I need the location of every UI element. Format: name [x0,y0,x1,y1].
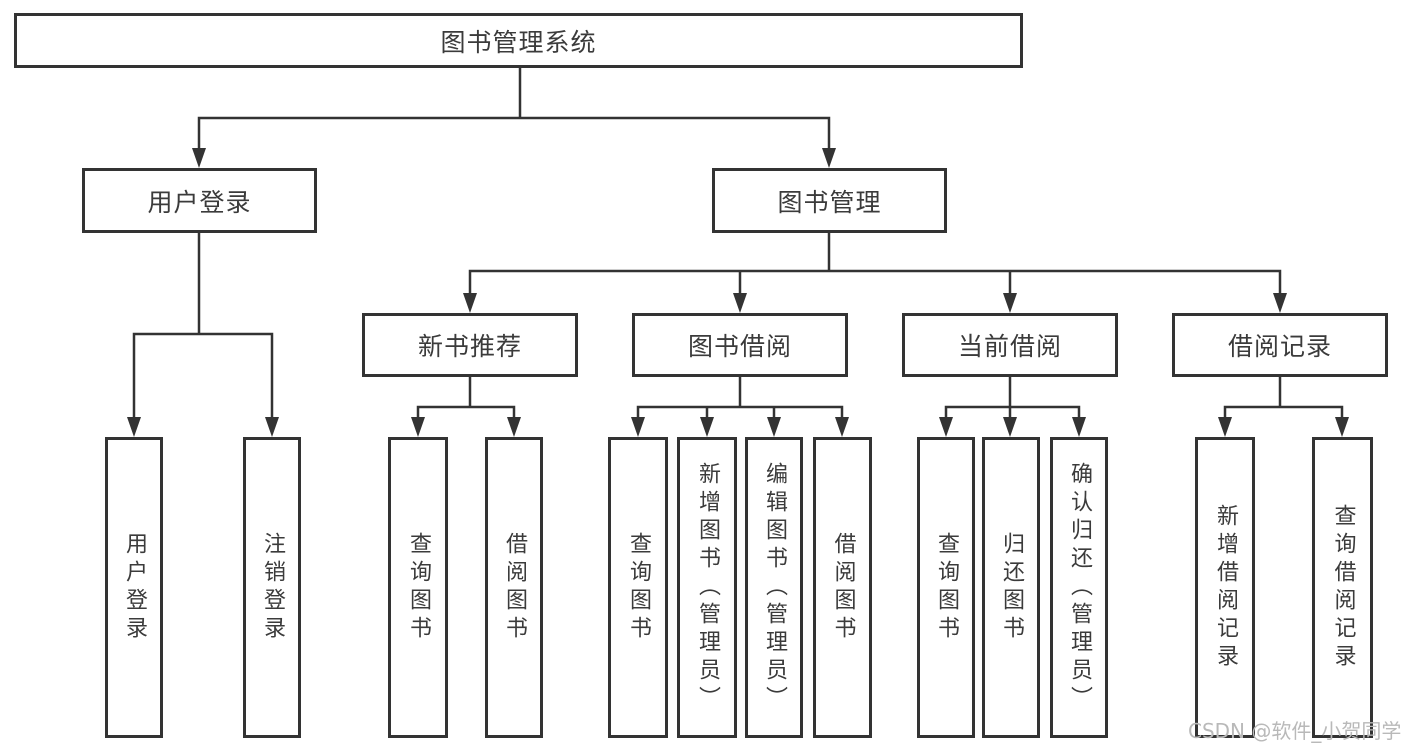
node-user-login: 用户登录 [82,168,317,233]
leaf-br-add-borrow-record: 新增借阅记录 [1195,437,1255,738]
leaf-bb-edit-books-admin: 编辑图书（管理员） [745,437,803,738]
leaf-bb-query-books: 查询图书 [608,437,668,738]
node-book-borrowing: 图书借阅 [632,313,848,377]
node-current-borrowing: 当前借阅 [902,313,1118,377]
node-book-management: 图书管理 [712,168,947,233]
connector-root-split [197,116,831,150]
node-new-book-recommendation: 新书推荐 [362,313,578,377]
leaf-cb-confirm-return-admin: 确认归还（管理员） [1050,437,1108,738]
leaf-nbr-query-books: 查询图书 [388,437,448,738]
leaf-bb-add-books-admin: 新增图书（管理员） [677,437,737,738]
leaf-bb-borrow-books: 借阅图书 [813,437,872,738]
connector-bb-split [636,405,844,420]
leaf-user-login: 用户登录 [105,437,163,738]
connector-mgmt-split [468,269,1282,296]
leaf-logout-login: 注销登录 [243,437,301,738]
node-borrowing-records: 借阅记录 [1172,313,1388,377]
connector-cb-split [944,405,1081,420]
leaf-nbr-borrow-books: 借阅图书 [485,437,543,738]
arrowheads [127,148,1349,437]
connector-user-split [132,332,274,418]
leaf-cb-return-books: 归还图书 [982,437,1040,738]
csdn-watermark: CSDN @软件_小贺同学 [1188,719,1402,743]
leaf-br-query-borrow-record: 查询借阅记录 [1312,437,1373,738]
node-library-management-system: 图书管理系统 [14,13,1023,68]
connector-nbr-split [416,405,516,420]
connector-br-split [1223,405,1344,420]
leaf-cb-query-books: 查询图书 [917,437,975,738]
